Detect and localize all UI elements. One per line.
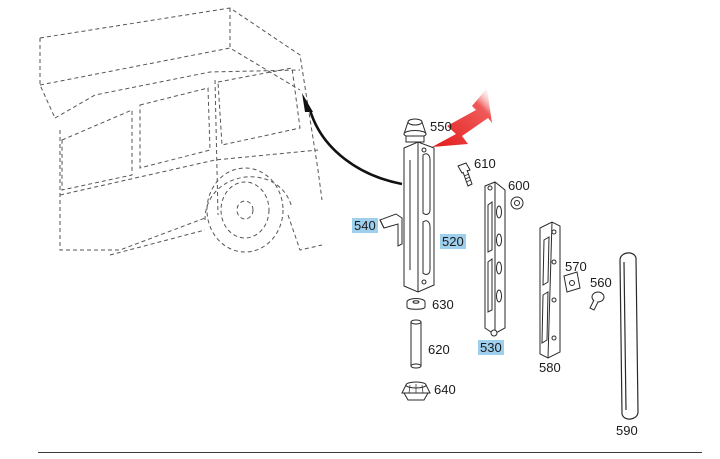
label-530: 530 xyxy=(478,340,504,355)
part-530-plate xyxy=(484,181,506,337)
part-600-washer xyxy=(510,196,524,210)
part-590-strip xyxy=(619,252,639,420)
red-pointer-arrow xyxy=(432,88,492,147)
part-550-bumper xyxy=(403,118,427,143)
vehicle-arrow-head xyxy=(302,93,313,112)
part-540-clip xyxy=(379,213,403,247)
part-640-bumper xyxy=(401,381,431,401)
vehicle-arrow xyxy=(308,109,403,186)
label-580: 580 xyxy=(539,360,561,375)
label-600: 600 xyxy=(508,178,530,193)
part-570-plate xyxy=(563,271,581,293)
label-640: 640 xyxy=(434,382,456,397)
part-580-plate xyxy=(539,221,561,359)
label-520: 520 xyxy=(440,234,466,249)
label-550: 550 xyxy=(430,119,452,134)
part-520-hinge xyxy=(403,141,435,293)
label-590: 590 xyxy=(616,423,638,438)
vehicle-outline xyxy=(39,7,323,256)
label-610: 610 xyxy=(474,156,496,171)
part-610-bolt xyxy=(457,162,473,187)
part-630-washer xyxy=(406,298,426,310)
label-560: 560 xyxy=(590,275,612,290)
part-620-pin xyxy=(410,319,422,369)
part-560-screw xyxy=(589,291,605,311)
label-570: 570 xyxy=(565,259,587,274)
label-630: 630 xyxy=(432,297,454,312)
label-540: 540 xyxy=(352,218,378,233)
label-620: 620 xyxy=(428,342,450,357)
bottom-divider xyxy=(38,452,702,453)
